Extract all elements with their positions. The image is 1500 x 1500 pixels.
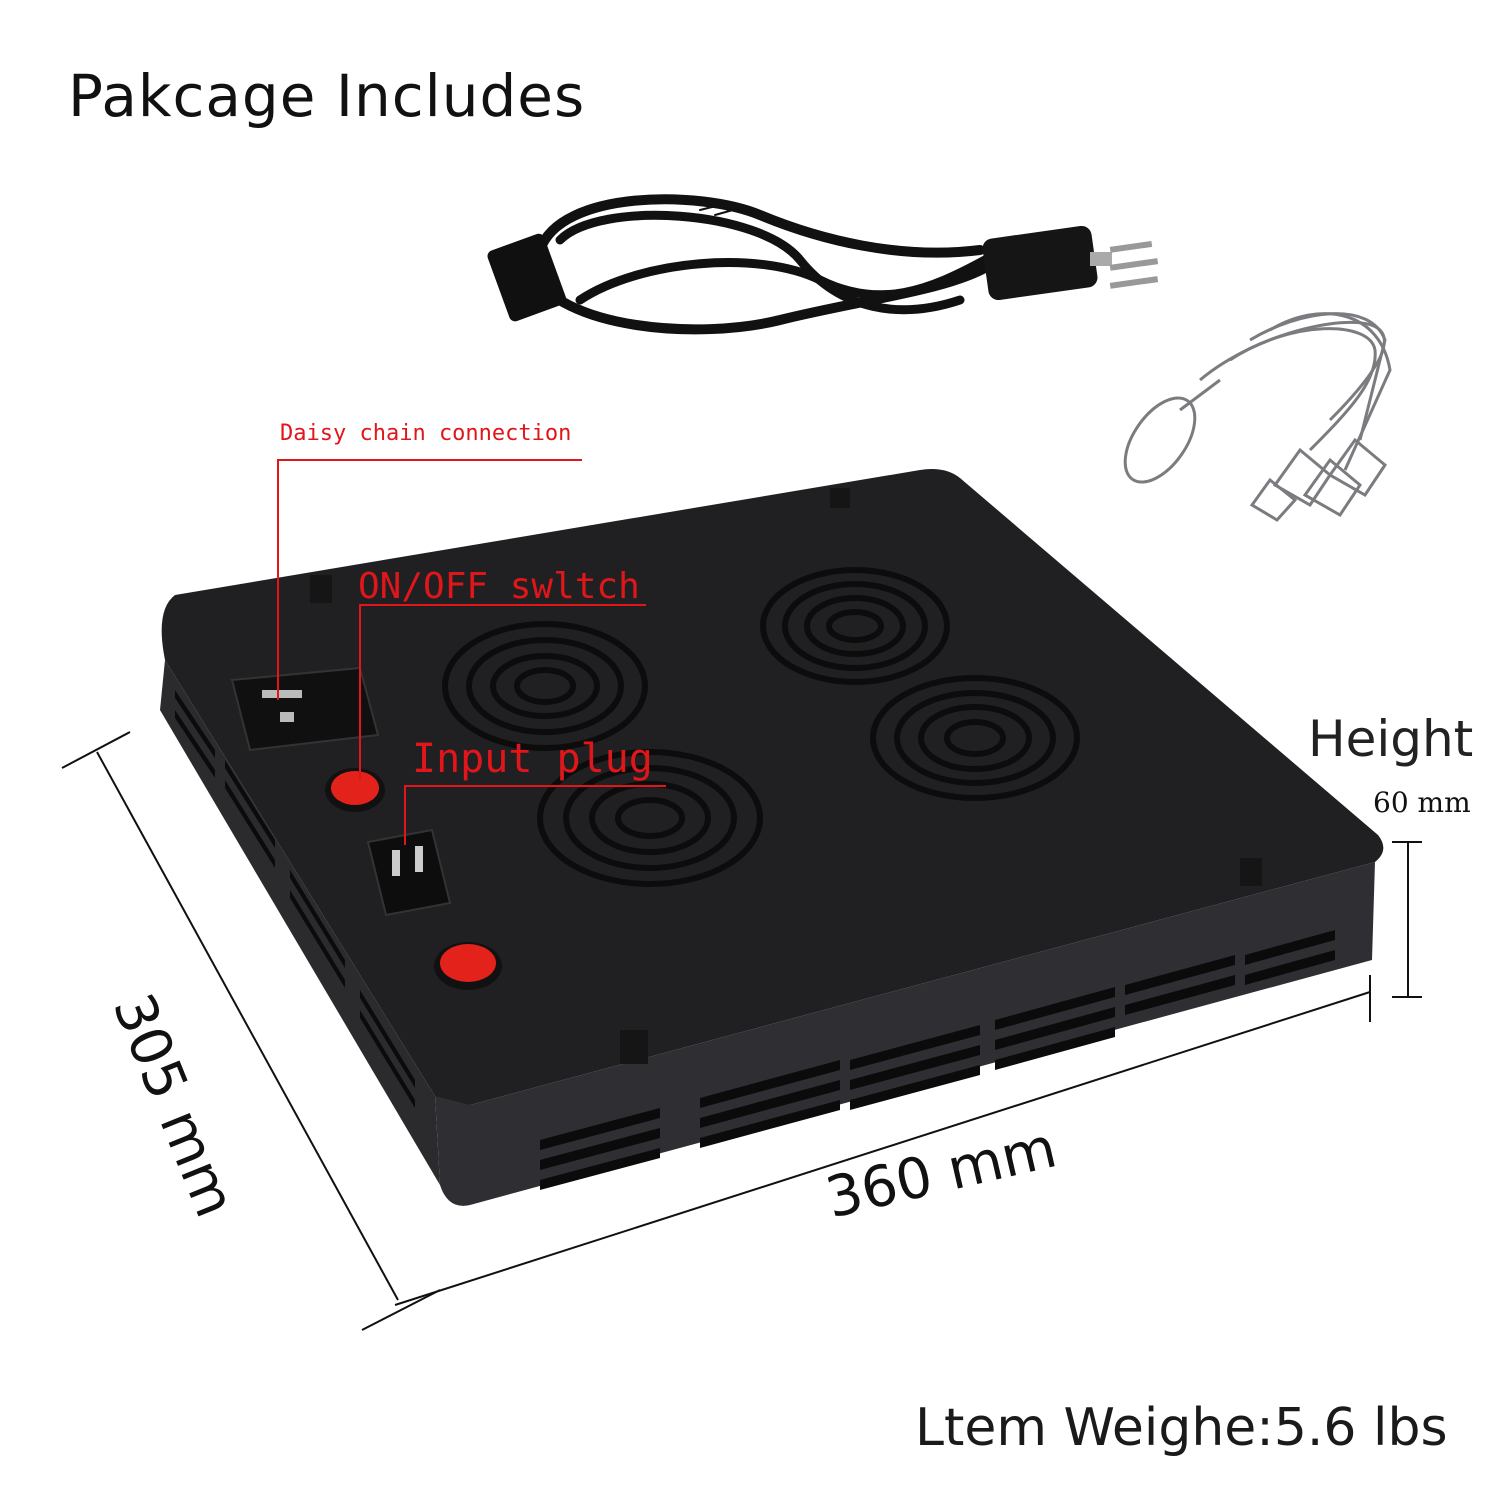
cooling-fan-icon (442, 567, 1080, 887)
height-value: 60 mm (1373, 786, 1471, 819)
input-plug-icon (366, 828, 452, 917)
callout-lines (277, 459, 666, 845)
height-label: Height (1308, 710, 1474, 768)
dimension-lines (61, 731, 1422, 1331)
input-plug-callout: Input plug (412, 736, 653, 782)
page-title: Pakcage Includes (68, 62, 586, 130)
daisy-chain-callout: Daisy chain connection (280, 421, 572, 446)
led-grow-light-panel-icon (160, 469, 1384, 1206)
power-cord-icon (525, 194, 995, 335)
switch-callout: ON/OFF swltch (358, 566, 640, 607)
daisy-chain-socket-icon (230, 666, 380, 752)
iec-connector-icon (487, 233, 567, 322)
item-weight: Ltem Weighe:5.6 lbs (915, 1398, 1448, 1458)
power-plug-icon (982, 225, 1159, 301)
hanging-wire-kit-icon (1123, 312, 1392, 522)
power-switch-icon (325, 768, 502, 990)
